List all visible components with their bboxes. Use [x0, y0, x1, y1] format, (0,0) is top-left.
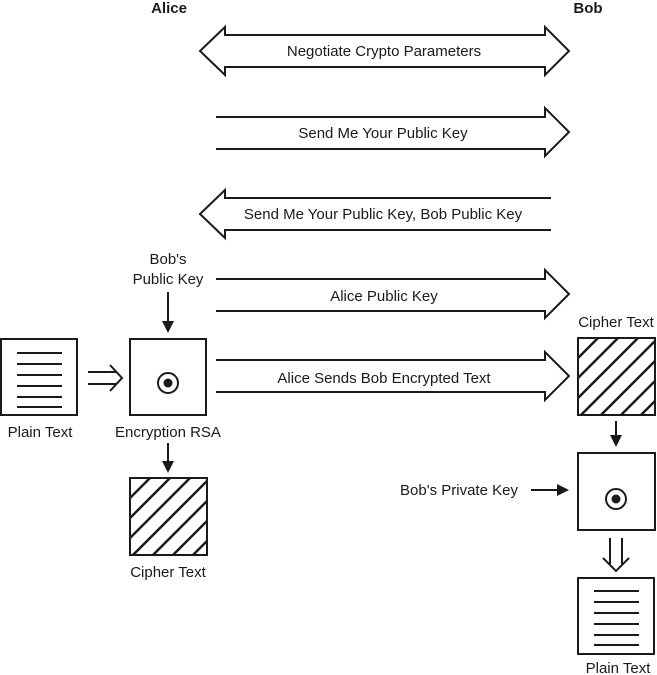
request-key-arrow — [216, 105, 571, 159]
plain-text-document-icon-right — [577, 577, 655, 655]
cipher-text-label-left: Cipher Text — [130, 564, 206, 581]
plain-text-label-left: Plain Text — [8, 424, 74, 441]
negotiate-arrow — [198, 24, 571, 78]
alice-key-label: Alice Public Key — [330, 288, 438, 305]
alice-header: Alice — [151, 0, 187, 17]
encryption-rsa-box — [129, 338, 207, 416]
reply-key-label: Send Me Your Public Key, Bob Public Key — [244, 206, 523, 223]
encrypted-text-arrow — [216, 349, 571, 403]
bob-header: Bob — [573, 0, 602, 17]
decrypt-down-arrow — [610, 421, 622, 447]
bobs-private-key-label: Bob's Private Key — [400, 482, 518, 499]
cipher-text-label-right: Cipher Text — [578, 314, 654, 331]
encryption-rsa-label: Encryption RSA — [115, 424, 221, 441]
request-key-label: Send Me Your Public Key — [298, 125, 468, 142]
reply-key-arrow — [198, 187, 551, 241]
bobs-public-key-label-line1: Bob's — [149, 251, 186, 268]
encrypted-text-label: Alice Sends Bob Encrypted Text — [277, 370, 491, 387]
plain-text-label-right: Plain Text — [586, 660, 652, 675]
public-key-down-arrow — [162, 292, 174, 333]
private-key-right-arrow — [531, 484, 569, 496]
cipher-down-arrow-left — [162, 443, 174, 473]
implies-down-arrow — [602, 538, 630, 573]
negotiate-label: Negotiate Crypto Parameters — [287, 43, 481, 60]
implies-right-arrow — [88, 364, 124, 392]
cipher-text-block-right — [577, 337, 656, 416]
plain-text-document-icon — [0, 338, 78, 416]
cipher-text-block-left — [129, 477, 208, 556]
bobs-public-key-label-line2: Public Key — [133, 271, 204, 288]
decryption-box — [577, 452, 656, 531]
alice-key-arrow — [216, 267, 571, 321]
